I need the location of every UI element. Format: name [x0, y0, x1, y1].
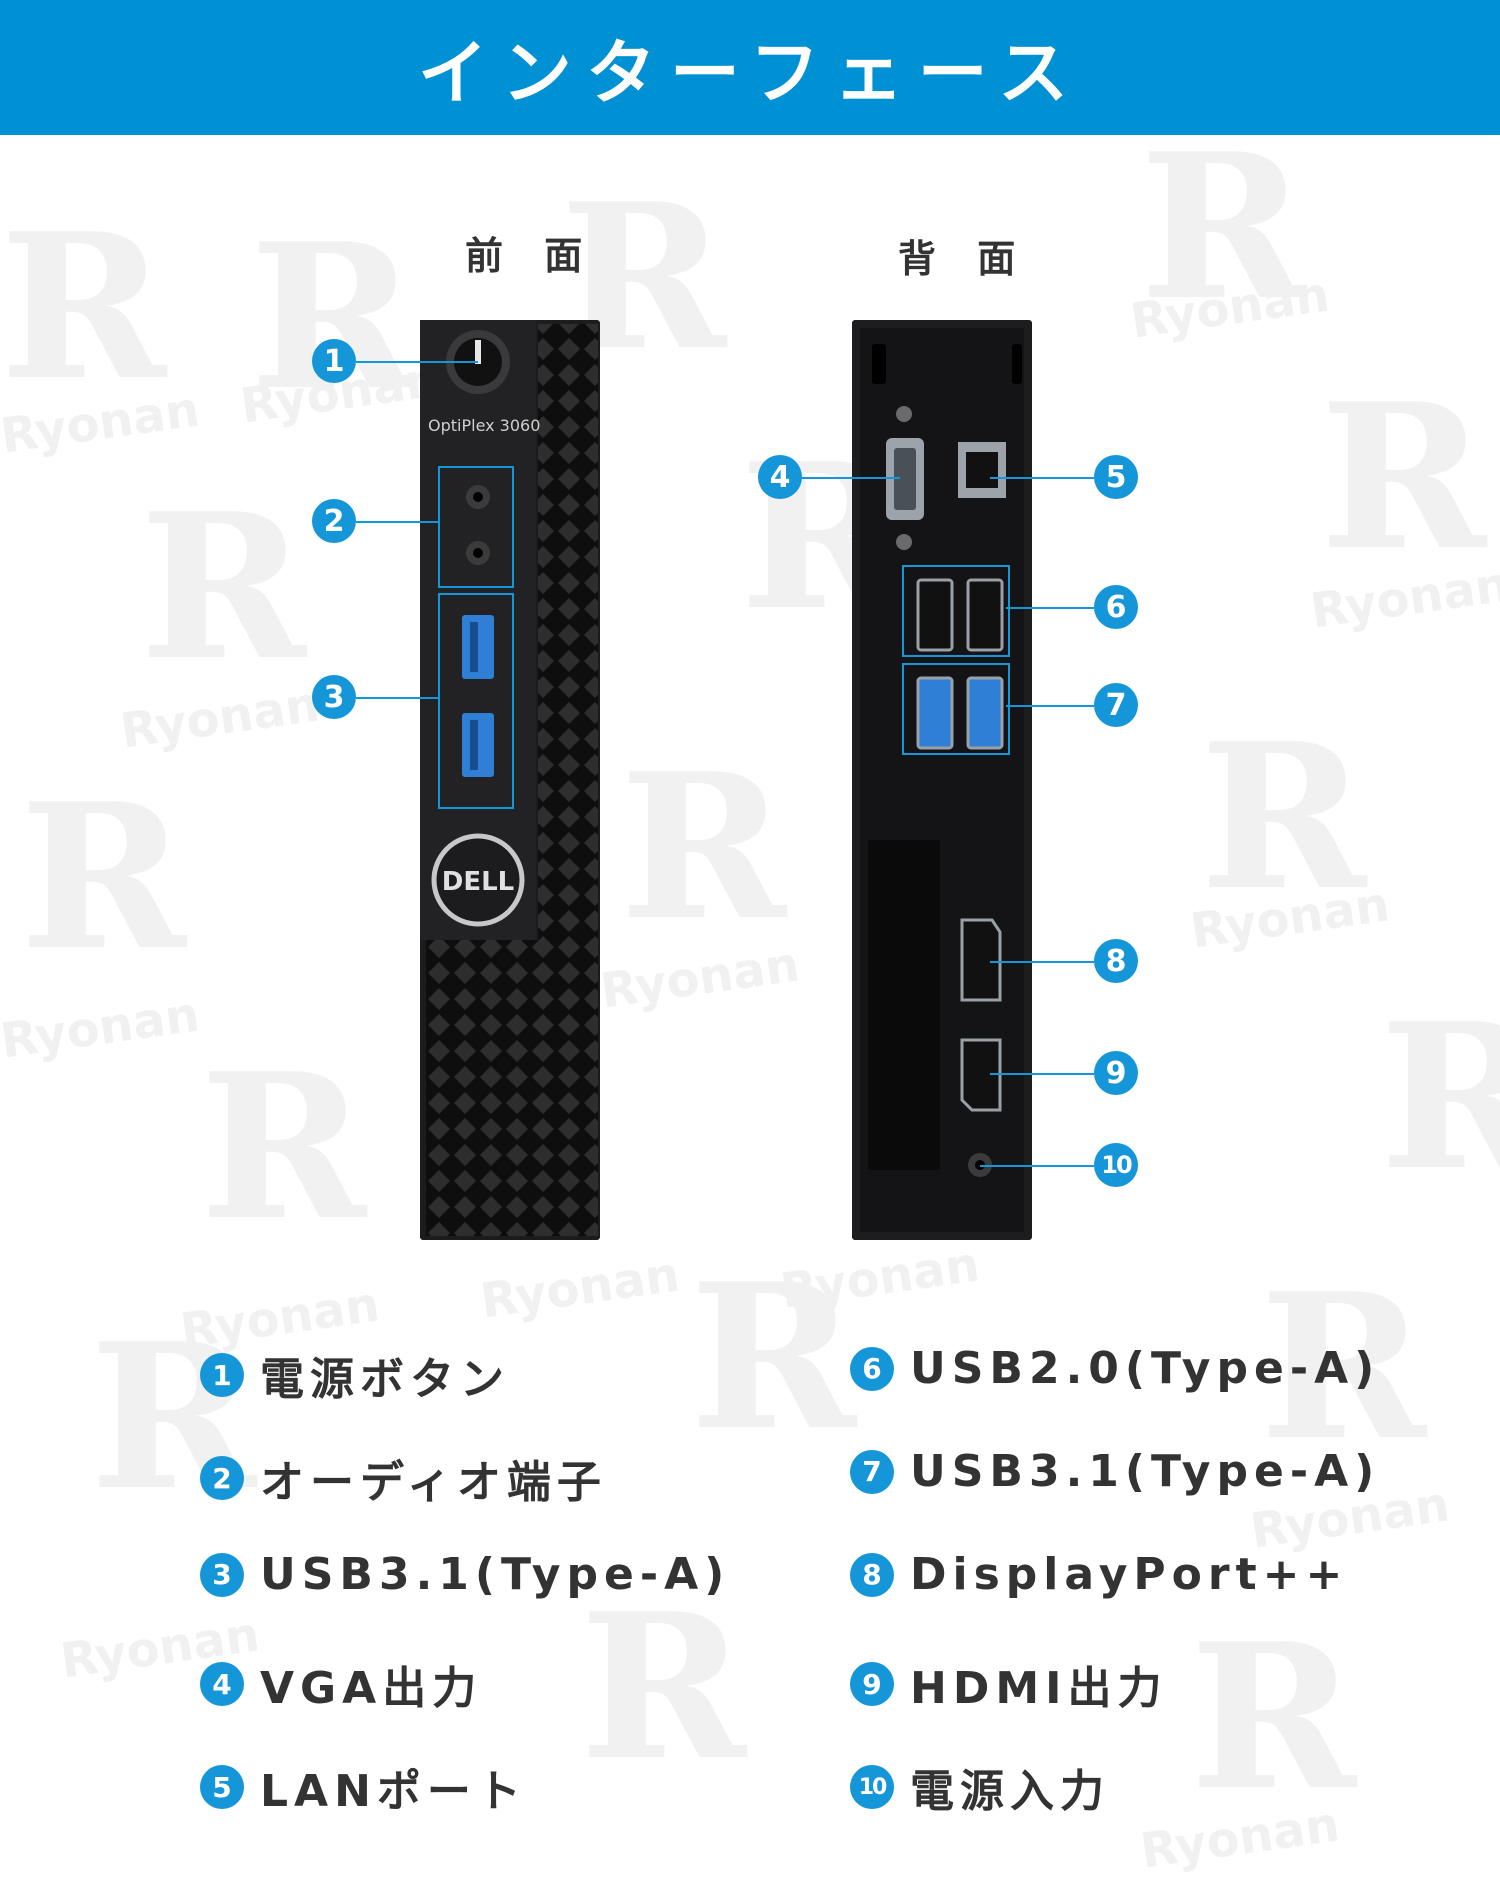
legend-label: オーディオ端子 — [260, 1457, 607, 1508]
model-name: OptiPlex 3060 — [428, 416, 540, 435]
callout-4: 4 — [758, 455, 802, 499]
legend-item-hdmi: 9 HDMI出力 — [850, 1652, 1168, 1716]
watermark-text: Ryonan — [1307, 556, 1500, 640]
front-audio-highlight — [438, 466, 514, 588]
dell-logo: DELL — [431, 833, 525, 927]
callout-6: 6 — [1094, 585, 1138, 629]
leader-line — [980, 1165, 1094, 1167]
leader-line — [356, 521, 440, 523]
legend-number: 7 — [850, 1449, 894, 1494]
leader-line — [990, 961, 1094, 963]
displayport-icon — [960, 918, 1002, 1002]
watermark-logo: R — [20, 760, 187, 995]
watermark-logo: R — [1190, 1600, 1357, 1835]
legend-item-front-usb3: 3 USB3.1(Type-A) — [200, 1549, 730, 1600]
vent-grille — [868, 840, 940, 1170]
watermark-logo: R — [1320, 360, 1487, 595]
legend-number: 4 — [200, 1662, 244, 1706]
page-title: インターフェース — [417, 32, 1083, 114]
watermark-text: Ryonan — [1127, 266, 1333, 350]
hdmi-port-icon — [960, 1038, 1002, 1112]
watermark-text: Ryonan — [477, 1246, 683, 1330]
legend-item-displayport: 8 DisplayPort++ — [850, 1549, 1348, 1600]
leader-line — [990, 1073, 1094, 1075]
legend-label: USB2.0(Type-A) — [910, 1343, 1381, 1394]
legend-label: 電源入力 — [910, 1766, 1110, 1817]
callout-1: 1 — [312, 339, 356, 383]
watermark-logo: R — [200, 1030, 367, 1265]
front-usb3-port-icon — [462, 615, 494, 777]
watermark-logo: R — [690, 1240, 857, 1475]
legend-number: 3 — [200, 1552, 244, 1597]
legend-label: 電源ボタン — [260, 1354, 510, 1405]
dell-logo-text: DELL — [442, 867, 514, 897]
watermark-text: Ryonan — [0, 986, 203, 1070]
front-usb-highlight — [438, 593, 514, 809]
legend-item-power-button: 1 電源ボタン — [200, 1343, 510, 1407]
power-button-icon — [446, 330, 510, 394]
watermark-text: Ryonan — [117, 676, 323, 760]
watermark-text: Ryonan — [1137, 1796, 1343, 1880]
watermark-logo: R — [0, 190, 167, 425]
leader-line — [356, 361, 478, 363]
back-view-image — [852, 320, 1032, 1240]
leader-line — [356, 697, 440, 699]
legend-number: 9 — [850, 1662, 894, 1706]
legend-label: DisplayPort++ — [910, 1549, 1349, 1600]
watermark-text: Ryonan — [1187, 876, 1393, 960]
legend-item-rear-usb2: 6 USB2.0(Type-A) — [850, 1343, 1380, 1394]
leader-line — [1006, 705, 1094, 707]
rear-usb3-highlight — [902, 663, 1010, 755]
leader-line — [990, 477, 1094, 479]
watermark-logo: R — [1200, 700, 1367, 935]
legend-label: LANポート — [260, 1766, 527, 1817]
legend-item-lan: 5 LANポート — [200, 1755, 527, 1819]
rear-usb2-highlight — [902, 565, 1010, 657]
legend-label: USB3.1(Type-A) — [260, 1549, 731, 1600]
leader-line — [800, 477, 900, 479]
rear-usb3-port-icon — [916, 676, 1004, 750]
legend-item-rear-usb3: 7 USB3.1(Type-A) — [850, 1446, 1380, 1497]
watermark-logo: R — [250, 200, 417, 435]
rear-usb2-port-icon — [916, 578, 1004, 652]
legend-number: 5 — [200, 1765, 244, 1809]
watermark-logo: R — [140, 470, 307, 705]
leader-line — [1006, 607, 1094, 609]
legend-number: 6 — [850, 1346, 894, 1391]
front-label: 前 面 — [465, 234, 597, 278]
front-view-image: OptiPlex 3060 DELL — [420, 320, 600, 1240]
legend-item-vga: 4 VGA出力 — [200, 1652, 482, 1716]
legend-label: USB3.1(Type-A) — [910, 1446, 1381, 1497]
callout-2: 2 — [312, 499, 356, 543]
watermark-text: Ryonan — [597, 936, 803, 1020]
watermark-text: Ryonan — [0, 381, 203, 465]
audio-jack-icon — [466, 485, 490, 565]
watermark-logo: R — [1380, 980, 1500, 1215]
watermark-logo: R — [580, 1570, 747, 1805]
legend-label: HDMI出力 — [910, 1663, 1168, 1714]
page-header: インターフェース — [0, 0, 1500, 135]
legend-item-audio: 2 オーディオ端子 — [200, 1446, 607, 1510]
callout-5: 5 — [1094, 455, 1138, 499]
legend-label: VGA出力 — [260, 1663, 483, 1714]
legend-number: 2 — [200, 1456, 244, 1500]
callout-7: 7 — [1094, 683, 1138, 727]
callout-3: 3 — [312, 675, 356, 719]
vga-port-icon — [886, 406, 924, 550]
watermark-logo: R — [620, 730, 787, 965]
callout-8: 8 — [1094, 939, 1138, 983]
back-label: 背 面 — [898, 237, 1030, 281]
lan-port-icon — [958, 442, 1006, 498]
legend-number: 1 — [200, 1353, 244, 1397]
watermark-logo: R — [1140, 110, 1307, 345]
legend-number: 8 — [850, 1552, 894, 1597]
callout-10: 10 — [1094, 1143, 1138, 1187]
callout-9: 9 — [1094, 1051, 1138, 1095]
legend-number: 10 — [850, 1765, 894, 1809]
legend-item-power-input: 10 電源入力 — [850, 1755, 1110, 1819]
